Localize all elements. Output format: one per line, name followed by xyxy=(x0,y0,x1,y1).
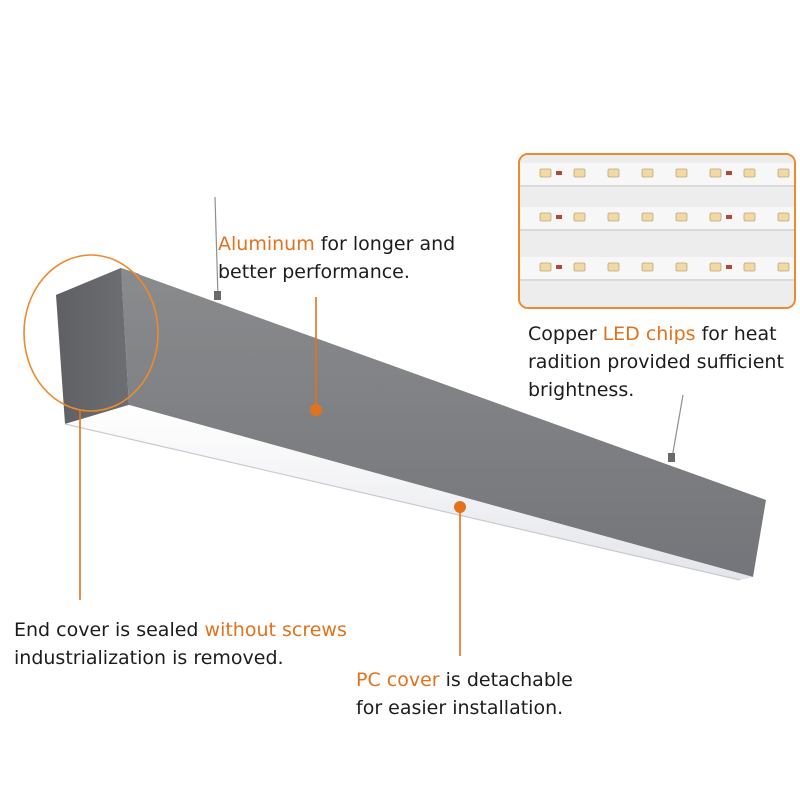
aluminum-leader-dot xyxy=(310,404,322,416)
led-chips-line2: radition provided sufficient xyxy=(528,351,784,373)
aluminum-highlight: Aluminum xyxy=(218,233,315,255)
led-chip xyxy=(641,212,654,222)
resistor xyxy=(726,265,732,269)
resistor xyxy=(726,171,732,175)
led-chips-rest: for heat xyxy=(695,323,777,345)
diffuser-edge xyxy=(64,423,741,581)
led-chips-prefix: Copper xyxy=(528,323,603,345)
aluminum-caption-line2: better performance. xyxy=(218,261,410,283)
led-chip xyxy=(743,168,756,178)
led-chip xyxy=(777,262,790,272)
led-chip xyxy=(675,212,688,222)
led-strip-image xyxy=(520,155,794,307)
resistor xyxy=(556,265,562,269)
led-chips-line3: brightness. xyxy=(528,379,635,401)
led-chip xyxy=(743,212,756,222)
pc-cover-highlight: PC cover xyxy=(356,669,440,691)
led-chip xyxy=(539,212,552,222)
led-strip-row xyxy=(520,207,794,229)
end-cover xyxy=(56,268,129,424)
pc-cover-line2: for easier installation. xyxy=(356,697,564,719)
led-chip-panel xyxy=(518,153,796,309)
wire-clamp-left xyxy=(214,291,221,300)
led-chip xyxy=(743,262,756,272)
suspension-wire-right xyxy=(671,394,684,459)
end-cover-highlight-circle xyxy=(23,254,159,412)
led-chip xyxy=(573,262,586,272)
led-chips-highlight: LED chips xyxy=(602,323,696,345)
led-chip xyxy=(607,168,620,178)
led-chip xyxy=(641,168,654,178)
led-chip xyxy=(641,262,654,272)
led-chip xyxy=(709,262,722,272)
led-strip-row xyxy=(520,257,794,279)
end-cover-caption: End cover is sealed without screws indus… xyxy=(14,616,347,672)
pc-cover-caption: PC cover is detachable for easier instal… xyxy=(356,666,573,722)
led-chip xyxy=(539,262,552,272)
aluminum-housing-front xyxy=(121,268,766,577)
resistor xyxy=(726,215,732,219)
led-chip xyxy=(607,262,620,272)
pc-cover-rest: is detachable xyxy=(439,669,573,691)
end-cover-line2: industrialization is removed. xyxy=(14,647,284,669)
aluminum-caption: Aluminum for longer and better performan… xyxy=(218,230,455,286)
end-cover-prefix: End cover is sealed xyxy=(14,619,205,641)
led-chip xyxy=(675,262,688,272)
led-chip xyxy=(573,168,586,178)
led-chip xyxy=(777,212,790,222)
led-chip xyxy=(709,212,722,222)
led-chip xyxy=(777,168,790,178)
led-strip-row xyxy=(520,163,794,185)
pc-diffuser xyxy=(65,405,753,580)
resistor xyxy=(556,215,562,219)
led-chip xyxy=(539,168,552,178)
pc-cover-leader-dot xyxy=(454,501,466,513)
led-chip xyxy=(675,168,688,178)
led-chips-caption: Copper LED chips for heat radition provi… xyxy=(528,320,784,404)
resistor xyxy=(556,171,562,175)
aluminum-caption-rest: for longer and xyxy=(314,233,456,255)
suspension-wire-left xyxy=(214,196,219,298)
wire-clamp-right xyxy=(668,453,675,462)
led-chip xyxy=(709,168,722,178)
led-chip xyxy=(607,212,620,222)
led-chip xyxy=(573,212,586,222)
end-cover-highlight: without screws xyxy=(204,619,347,641)
